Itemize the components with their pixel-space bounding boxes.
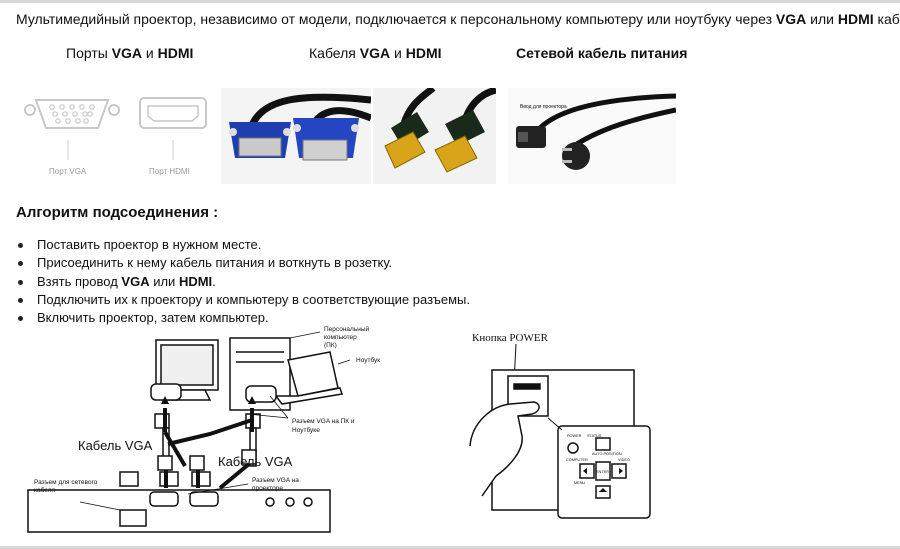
algorithm-steps: Поставить проектор в нужном месте. Присо…: [16, 236, 470, 327]
panel-label-enter: ENTER: [596, 470, 609, 474]
projector-vga-label-line2: проекторе: [252, 485, 283, 492]
bottom-divider: [0, 546, 900, 549]
vga-socket-label-line2: Ноутбуке: [292, 426, 320, 434]
vga-port-image: Порт VGA: [24, 99, 120, 176]
list-item: Включить проектор, затем компьютер.: [16, 309, 470, 327]
hdmi-port-image: Порт HDMI: [139, 97, 207, 176]
power-button-title: Кнопка POWER: [472, 332, 549, 344]
cables-heading: Кабеля VGA и HDMI: [309, 45, 442, 61]
panel-label-auto-position: AUTO POSITION: [592, 452, 622, 456]
list-item: Взять провод VGA или HDMI.: [16, 273, 470, 291]
power-socket-label-line2: кабеля: [34, 486, 55, 494]
panel-label-computer: COMPUTER: [566, 458, 588, 462]
power-socket-label-line1: Разъем для сетевого: [34, 479, 98, 486]
algorithm-heading: Алгоритм подсоединения :: [16, 204, 219, 221]
hdmi-port-caption: Порт HDMI: [149, 167, 190, 176]
pc-label-line2: компьютер: [324, 334, 357, 341]
top-divider: [0, 0, 900, 3]
cable-vga-label-right: Кабель VGA: [218, 454, 293, 469]
power-cable-photo: Ввод для проектора: [508, 88, 676, 184]
panel-label-status: STATUS: [587, 434, 602, 438]
list-item: Подключить их к проектору и компьютеру в…: [16, 291, 470, 309]
power-cable-heading: Сетевой кабель питания: [516, 45, 688, 61]
list-item: Присоединить к нему кабель питания и вот…: [16, 254, 470, 272]
ports-heading: Порты VGA и HDMI: [66, 45, 194, 61]
intro-text: Мультимедийный проектор, независимо от м…: [16, 11, 900, 27]
panel-label-menu: MENU: [574, 481, 585, 485]
power-plug-tag: Ввод для проектора: [520, 104, 567, 110]
projector-vga-label-line1: Разъем VGA на: [252, 477, 299, 484]
vga-socket-label-line1: Разъем VGA на ПК и: [292, 418, 355, 425]
pc-label-line3: (ПК): [324, 342, 337, 349]
laptop-label: Ноутбук: [356, 356, 380, 364]
connection-diagram: Персональный компьютер (ПК) Ноутбук Разъ…: [27, 325, 380, 533]
hdmi-cables-photo: [373, 88, 496, 184]
power-button-diagram: Кнопка POWER POWER STATUS AUTO POSITION …: [469, 332, 651, 519]
panel-label-power: POWER: [567, 434, 582, 438]
pc-label-line1: Персональный: [324, 325, 369, 333]
vga-cables-photo: [221, 88, 371, 184]
panel-label-video: VIDEO: [618, 458, 630, 462]
list-item: Поставить проектор в нужном месте.: [16, 236, 470, 254]
cable-vga-label-left: Кабель VGA: [78, 438, 153, 453]
vga-port-caption: Порт VGA: [49, 167, 87, 176]
